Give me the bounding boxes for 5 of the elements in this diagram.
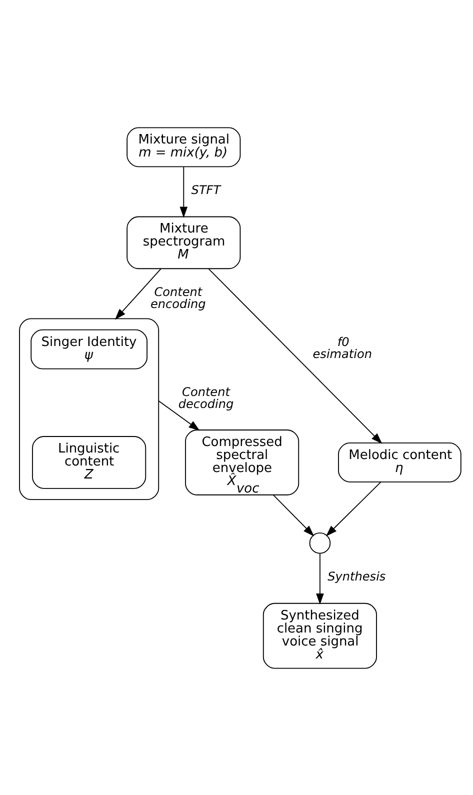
edge-label: Content decoding	[178, 384, 234, 411]
edge-label: f0 esimation	[312, 334, 372, 361]
edge-label: Content encoding	[150, 284, 206, 310]
edge-label: Synthesis	[328, 569, 386, 584]
edge-label: STFT	[191, 182, 221, 196]
